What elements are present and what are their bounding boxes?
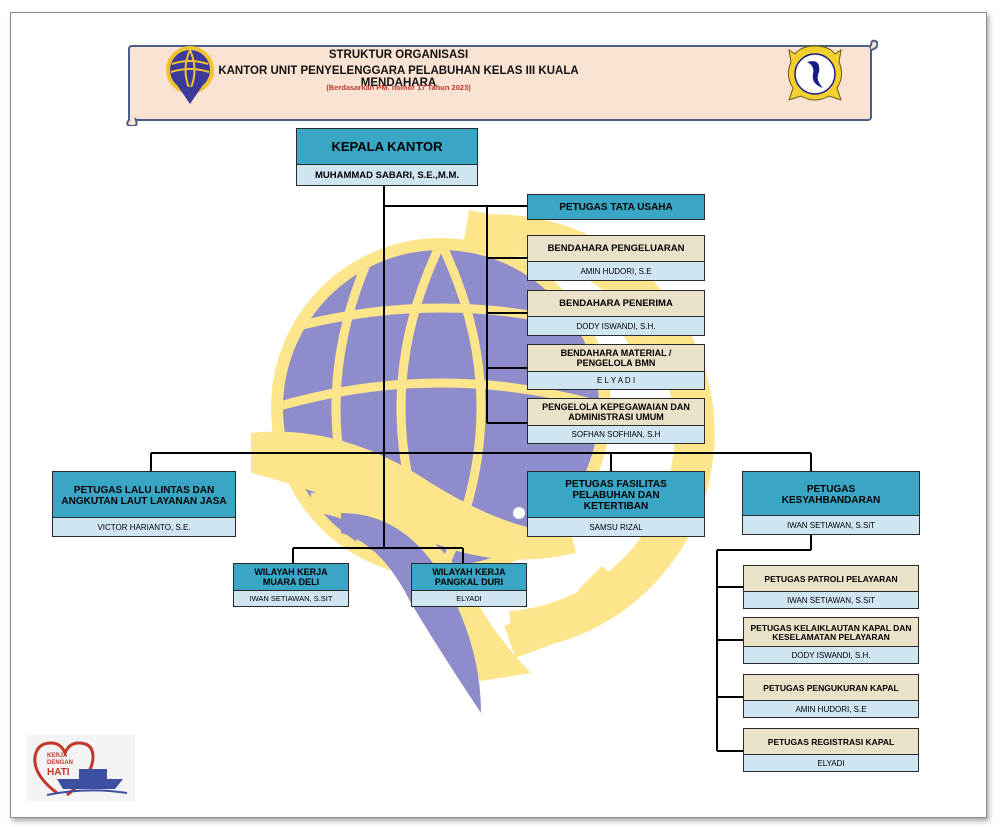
bendahara-material-name: E L Y A D I — [528, 371, 704, 389]
bendahara-penerima-box: BENDAHARA PENERIMA DODY ISWANDI, S.H. — [527, 290, 705, 336]
patroli-name: IWAN SETIAWAN, S.SiT — [744, 591, 918, 608]
tata-usaha-title: PETUGAS TATA USAHA — [559, 201, 673, 213]
lalu-lintas-box: PETUGAS LALU LINTAS DAN ANGKUTAN LAUT LA… — [52, 471, 236, 537]
kerja-dengan-hati-badge: KERJA DENGAN HATI — [27, 735, 135, 801]
kepala-kantor-name: MUHAMMAD SABARI, S.E.,M.M. — [297, 164, 477, 185]
kelaiklautan-box: PETUGAS KELAIKLAUTAN KAPAL DAN KESELAMAT… — [743, 617, 919, 664]
pengukuran-box: PETUGAS PENGUKURAN KAPAL AMIN HUDORI, S.… — [743, 674, 919, 718]
registrasi-name: ELYADI — [744, 754, 918, 771]
heart-ship-icon — [33, 741, 128, 797]
kelaiklautan-title: PETUGAS KELAIKLAUTAN KAPAL DAN KESELAMAT… — [750, 622, 912, 642]
muara-deli-title: WILAYAH KERJA MUARA DELI — [254, 567, 328, 587]
pangkal-duri-title: WILAYAH KERJA PANGKAL DURI — [432, 567, 506, 587]
pengukuran-name: AMIN HUDORI, S.E — [744, 700, 918, 717]
bendahara-material-box: BENDAHARA MATERIAL / PENGELOLA BMN E L Y… — [527, 344, 705, 390]
kelaiklautan-name: DODY ISWANDI, S.H. — [744, 646, 918, 663]
pengukuran-title: PETUGAS PENGUKURAN KAPAL — [763, 682, 899, 693]
kesyahbandaran-box: PETUGAS KESYAHBANDARAN IWAN SETIAWAN, S.… — [742, 471, 920, 535]
ministry-logo-icon — [166, 46, 214, 104]
badge-line3: HATI — [47, 767, 70, 778]
bendahara-pengeluaran-title: BENDAHARA PENGELUARAN — [547, 243, 685, 255]
office-name: KANTOR UNIT PENYELENGGARA PELABUHAN KELA… — [218, 65, 579, 89]
kepala-kantor-box: KEPALA KANTOR MUHAMMAD SABARI, S.E.,M.M. — [296, 128, 478, 186]
pangkal-duri-name: ELYADI — [412, 590, 526, 606]
pengelola-kepegawaian-title: PENGELOLA KEPEGAWAIAN DAN ADMINISTRASI U… — [542, 402, 690, 422]
lalu-lintas-title: PETUGAS LALU LINTAS DAN ANGKUTAN LAUT LA… — [61, 484, 227, 507]
tata-usaha-box: PETUGAS TATA USAHA — [527, 194, 705, 220]
bendahara-pengeluaran-box: BENDAHARA PENGELUARAN AMIN HUDORI, S.E — [527, 235, 705, 281]
fasilitas-title: PETUGAS FASILITAS PELABUHAN DAN KETERTIB… — [565, 479, 667, 512]
chart-title: STRUKTUR ORGANISASI — [328, 49, 469, 61]
badge-line2: DENGAN — [47, 760, 74, 766]
regulation-basis: (Berdasarkan PM. nomor 17 Tahun 2023) — [326, 83, 471, 92]
bendahara-penerima-title: BENDAHARA PENERIMA — [559, 298, 673, 310]
harbor-logo-icon — [787, 45, 843, 101]
muara-deli-box: WILAYAH KERJA MUARA DELI IWAN SETIAWAN, … — [233, 563, 349, 607]
kepala-kantor-title: KEPALA KANTOR — [331, 139, 443, 155]
fasilitas-name: SAMSU RIZAL — [528, 517, 704, 536]
org-chart-connectors — [150, 186, 812, 752]
bendahara-pengeluaran-name: AMIN HUDORI, S.E — [528, 261, 704, 280]
badge-line1: KERJA — [47, 753, 68, 759]
kesyahbandaran-title: PETUGAS KESYAHBANDARAN — [781, 483, 881, 506]
document-frame: STRUKTUR ORGANISASI KANTOR UNIT PENYELEN… — [10, 12, 987, 818]
patroli-title: PETUGAS PATROLI PELAYARAN — [764, 573, 898, 584]
lalu-lintas-name: VICTOR HARIANTO, S.E. — [53, 517, 235, 536]
bendahara-penerima-name: DODY ISWANDI, S.H. — [528, 316, 704, 335]
fasilitas-box: PETUGAS FASILITAS PELABUHAN DAN KETERTIB… — [527, 471, 705, 537]
registrasi-box: PETUGAS REGISTRASI KAPAL ELYADI — [743, 728, 919, 772]
registrasi-title: PETUGAS REGISTRASI KAPAL — [767, 736, 895, 747]
pengelola-kepegawaian-name: SOFHAN SOFHIAN, S.H — [528, 425, 704, 443]
bendahara-material-title: BENDAHARA MATERIAL / PENGELOLA BMN — [560, 348, 672, 368]
patroli-box: PETUGAS PATROLI PELAYARAN IWAN SETIAWAN,… — [743, 565, 919, 609]
pangkal-duri-box: WILAYAH KERJA PANGKAL DURI ELYADI — [411, 563, 527, 607]
kesyahbandaran-name: IWAN SETIAWAN, S.SiT — [743, 515, 919, 534]
muara-deli-name: IWAN SETIAWAN, S.SIT — [234, 590, 348, 606]
pengelola-kepegawaian-box: PENGELOLA KEPEGAWAIAN DAN ADMINISTRASI U… — [527, 398, 705, 444]
